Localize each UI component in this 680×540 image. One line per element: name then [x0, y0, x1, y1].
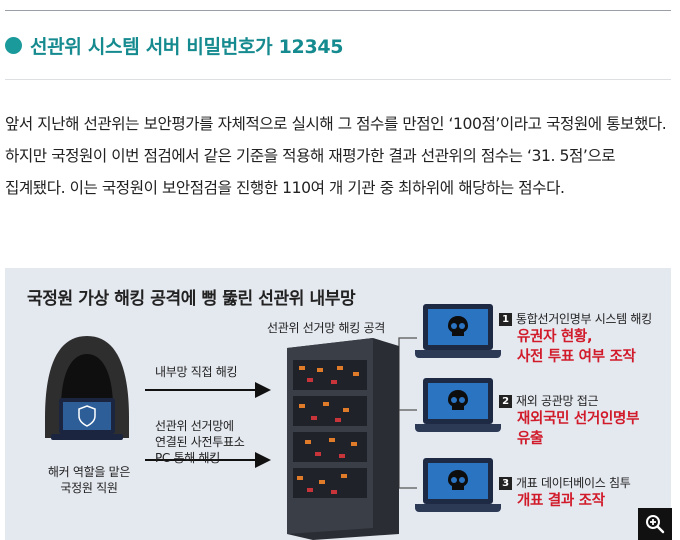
- top-divider: [5, 10, 671, 11]
- section-title: 선관위 시스템 서버 비밀번호가 12345: [30, 36, 344, 58]
- zoom-in-icon: [646, 515, 665, 534]
- item-impact-line-2: 사전 투표 여부 조작: [517, 349, 636, 365]
- skull-laptop-1-icon: [415, 304, 501, 366]
- item-number: 3: [499, 477, 512, 490]
- item-impact-line-1: 유권자 현황,: [517, 329, 593, 345]
- hacker-icon: [45, 336, 129, 440]
- skull-laptop-3-icon: [415, 458, 501, 520]
- skull-laptop-2-icon: [415, 378, 501, 440]
- hacker-caption-line-1: 해커 역할을 맡은: [47, 465, 131, 479]
- item-number: 1: [499, 313, 512, 326]
- skull-icon: [448, 316, 468, 336]
- item-impact-line-1: 개표 결과 조작: [517, 493, 605, 509]
- zoom-button[interactable]: [638, 508, 672, 540]
- article-paragraph: 앞서 지난해 선관위는 보안평가를 자체적으로 실시해 그 점수를 만점인 ‘1…: [5, 115, 667, 197]
- arrow-label-pc-line-1: 선관위 선거망에: [155, 419, 234, 433]
- arrow-label-pc-line-2: 연결된 사전투표소: [155, 435, 245, 449]
- attack-item-1: 1 통합선거인명부 시스템 해킹 유권자 현황, 사전 투표 여부 조작: [499, 310, 652, 367]
- attack-item-2: 2 재외 공관망 접근 재외국민 선거인명부 유출: [499, 392, 639, 449]
- section-heading: 선관위 시스템 서버 비밀번호가 12345: [5, 32, 344, 59]
- skull-icon: [448, 390, 468, 410]
- link-line-1: [397, 337, 417, 411]
- hacker-caption: 해커 역할을 맡은 국정원 직원: [33, 464, 145, 496]
- item-number: 2: [499, 395, 512, 408]
- item-heading: 재외 공관망 접근: [516, 394, 599, 408]
- connection-lines: [145, 337, 417, 489]
- infographic-title: 국정원 가상 해킹 공격에 뻥 뚫린 선관위 내부망: [27, 289, 356, 309]
- attack-item-3: 3 개표 데이터베이스 침투 개표 결과 조작: [499, 474, 631, 511]
- link-line-3: [398, 410, 417, 489]
- bullet-dot-icon: [5, 37, 22, 54]
- server-label: 선관위 선거망 해킹 공격: [267, 321, 385, 335]
- item-impact-line-2: 유출: [517, 431, 544, 447]
- server-rack-icon: [287, 338, 399, 540]
- infographic[interactable]: 국정원 가상 해킹 공격에 뻥 뚫린 선관위 내부망 해커 역할을 맡은 국정원…: [5, 268, 671, 540]
- arrow-label-pc-line-3: PC 통해 해킹: [155, 451, 221, 465]
- item-heading: 통합선거인명부 시스템 해킹: [516, 312, 652, 326]
- section-divider: [5, 79, 671, 80]
- arrow-label-direct: 내부망 직접 해킹: [155, 365, 238, 379]
- item-heading: 개표 데이터베이스 침투: [516, 476, 631, 490]
- skull-icon: [448, 470, 468, 490]
- item-impact-line-1: 재외국민 선거인명부: [517, 411, 640, 427]
- hacker-caption-line-2: 국정원 직원: [60, 481, 118, 495]
- arrow-label-pc: 선관위 선거망에 연결된 사전투표소 PC 통해 해킹: [155, 418, 245, 466]
